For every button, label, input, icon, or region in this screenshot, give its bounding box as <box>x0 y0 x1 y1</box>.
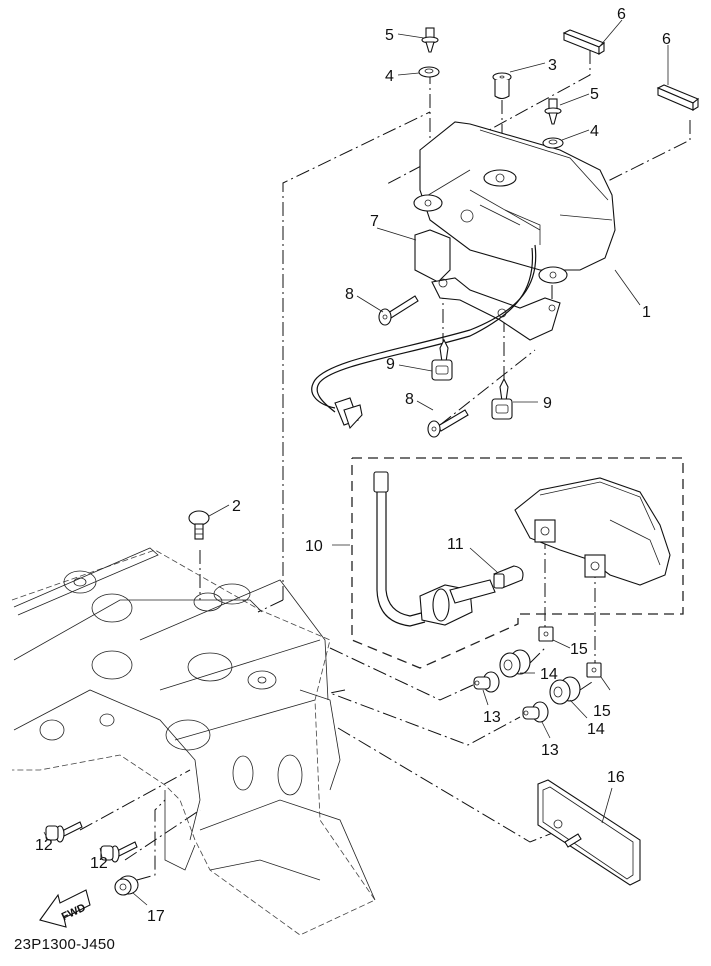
tail-light-assembly <box>419 121 616 271</box>
callout-14: 14 <box>587 721 605 738</box>
nut-15 <box>586 662 602 678</box>
forward-direction-arrow: FWD <box>39 889 91 928</box>
wire-connector <box>334 397 363 430</box>
callout-numbers: 1 2 3 4 4 5 5 6 6 7 8 8 9 9 10 11 12 12 … <box>35 6 671 925</box>
callout-8: 8 <box>345 286 354 303</box>
callout-12: 12 <box>35 837 53 854</box>
screw-8 <box>378 295 419 326</box>
rear-fender <box>11 547 376 936</box>
callout-2: 2 <box>232 498 241 515</box>
callout-14: 14 <box>540 666 558 683</box>
callout-4: 4 <box>590 123 599 140</box>
callout-9: 9 <box>543 395 552 412</box>
mount-tab <box>483 169 517 187</box>
wire-harness <box>311 244 537 409</box>
nut-17 <box>114 875 139 896</box>
collar-3 <box>492 72 512 100</box>
callout-13: 13 <box>483 709 501 726</box>
callout-8: 8 <box>405 391 414 408</box>
bolt-12 <box>100 841 138 863</box>
drawing-code: 23P1300-J450 <box>14 936 116 953</box>
grommet-14 <box>499 649 531 678</box>
bolt-5 <box>421 27 439 53</box>
bulb-11 <box>493 565 524 589</box>
screw-2 <box>188 510 210 540</box>
license-light-group-box <box>351 457 684 669</box>
bolt-12 <box>45 821 83 843</box>
license-light-harness <box>373 471 496 627</box>
clip-9 <box>491 377 513 420</box>
callout-3: 3 <box>548 57 557 74</box>
callout-5: 5 <box>385 27 394 44</box>
collar-13 <box>473 671 500 693</box>
callout-6: 6 <box>662 31 671 48</box>
license-light-housing <box>514 477 671 586</box>
washer-4 <box>418 66 440 78</box>
clip-9 <box>431 338 453 381</box>
callout-15: 15 <box>570 641 588 658</box>
callout-6: 6 <box>617 6 626 23</box>
nut-15 <box>538 626 554 642</box>
callout-9: 9 <box>386 356 395 373</box>
callout-15: 15 <box>593 703 611 720</box>
leader-lines <box>43 19 669 906</box>
callout-17: 17 <box>147 908 165 925</box>
callout-16: 16 <box>607 769 625 786</box>
mount-tab <box>413 194 443 212</box>
mount-tab <box>538 266 568 284</box>
reflector-16 <box>537 779 641 886</box>
callout-11: 11 <box>447 536 464 553</box>
callout-4: 4 <box>385 68 394 85</box>
callout-12: 12 <box>90 855 108 872</box>
screw-8 <box>427 409 469 438</box>
callout-1: 1 <box>642 304 651 321</box>
collar-13 <box>522 701 549 723</box>
damper-6 <box>562 29 606 55</box>
washer-4 <box>542 137 564 149</box>
callout-13: 13 <box>541 742 559 759</box>
callout-7: 7 <box>370 213 379 230</box>
bracket <box>414 229 561 341</box>
bolt-5 <box>544 98 562 125</box>
damper-6 <box>656 84 700 111</box>
reference-lines <box>79 50 691 881</box>
callout-5: 5 <box>590 86 599 103</box>
grommet-14 <box>549 676 581 705</box>
callout-10: 10 <box>305 538 323 555</box>
